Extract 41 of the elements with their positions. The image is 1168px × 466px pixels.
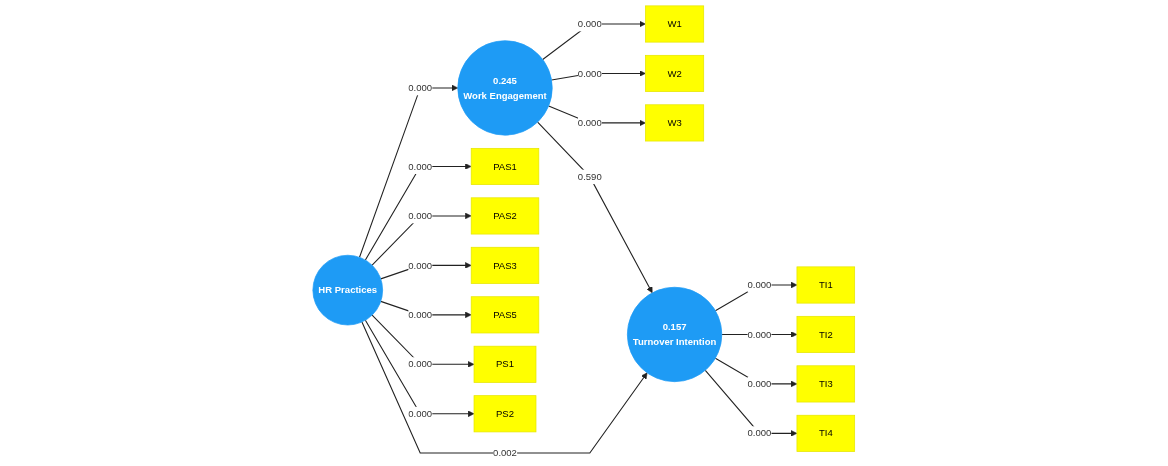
node-box: PAS1	[471, 147, 540, 185]
edge-label: 0.000	[408, 358, 433, 370]
edge-label: 0.000	[408, 408, 433, 420]
node-circle: 0.245 Work Engagement	[457, 40, 553, 136]
node-box: W3	[645, 104, 705, 142]
edge-label: 0.000	[408, 210, 433, 222]
arrow	[359, 84, 459, 258]
node-box: PAS5	[471, 296, 540, 334]
arrow	[371, 212, 472, 266]
edge-label: 0.000	[747, 427, 772, 439]
node-box: W2	[645, 54, 705, 92]
arrow	[537, 121, 653, 294]
arrow	[705, 369, 798, 437]
edge-label: 0.000	[408, 309, 433, 321]
edge-label: 0.000	[578, 18, 602, 30]
arrow	[542, 20, 646, 61]
node-box: W1	[645, 5, 705, 43]
node-box: TI1	[796, 266, 856, 304]
node-circle: HR Practices	[312, 254, 384, 326]
arrow	[365, 319, 475, 417]
edge-label: 0.000	[408, 82, 433, 94]
edge-label: 0.002	[493, 447, 518, 459]
edge-label: 0.000	[747, 279, 772, 291]
edge-label: 0.000	[747, 328, 772, 340]
node-box: TI4	[796, 414, 856, 452]
edge-label: 0.000	[408, 259, 433, 271]
node-box: PS2	[473, 395, 537, 433]
node-box: TI3	[796, 365, 856, 403]
edge-label: 0.000	[747, 378, 772, 390]
arrow	[361, 321, 648, 454]
node-box: PAS2	[471, 197, 540, 235]
node-box: PS1	[473, 345, 537, 383]
edge-label: 0.590	[578, 170, 602, 182]
node-box: PAS3	[471, 246, 540, 284]
arrow	[365, 163, 472, 261]
edge-label: 0.000	[578, 67, 602, 79]
node-circle: 0.157 Turnover Intention	[627, 286, 723, 383]
arrow	[371, 314, 475, 368]
node-box: TI2	[796, 315, 856, 353]
edge-label: 0.000	[408, 160, 433, 172]
edge-label: 0.000	[578, 117, 602, 129]
